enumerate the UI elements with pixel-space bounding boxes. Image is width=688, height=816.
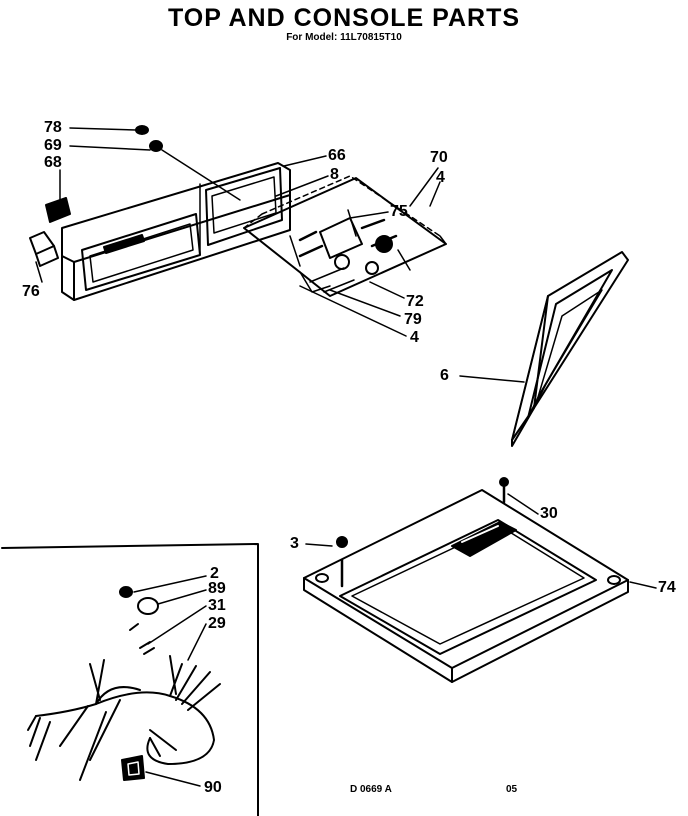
part-label-68: 68: [44, 154, 62, 171]
inset-border-drawing: [1, 543, 259, 816]
part-label-6: 6: [440, 367, 449, 384]
leader-lines: [35, 127, 657, 787]
part-label-31: 31: [208, 597, 226, 614]
part-label-29: 29: [208, 615, 226, 632]
part-label-79: 79: [404, 311, 422, 328]
part-label-66: 66: [328, 147, 346, 164]
part-label-4-upper: 4: [436, 169, 445, 186]
drawing-code: D 0669 A: [350, 784, 392, 795]
part-label-78: 78: [44, 119, 62, 136]
diagram-subtitle: For Model: 11L70815T10: [286, 32, 402, 43]
part-label-3: 3: [290, 535, 299, 552]
diagram-title: TOP AND CONSOLE PARTS: [167, 4, 521, 32]
control-board-drawing: [243, 175, 447, 297]
page-number: 05: [506, 784, 518, 795]
part-label-72: 72: [406, 293, 424, 310]
part-label-69: 69: [44, 137, 62, 154]
part-label-74: 74: [658, 579, 676, 596]
top-panel-drawing: [303, 477, 629, 683]
part-label-70: 70: [430, 149, 448, 166]
console-panel-drawing: [61, 162, 291, 301]
part-label-90: 90: [204, 779, 222, 796]
control-panel-back-drawing: [511, 251, 629, 447]
part-label-2: 2: [210, 565, 219, 582]
part-label-30: 30: [540, 505, 558, 522]
part-label-76: 76: [22, 283, 40, 300]
part-label-75: 75: [390, 203, 408, 220]
wiring-harness-drawing: [27, 586, 221, 781]
part-label-4-lower: 4: [410, 329, 419, 346]
part-label-8: 8: [330, 166, 339, 183]
part-label-89: 89: [208, 580, 226, 597]
